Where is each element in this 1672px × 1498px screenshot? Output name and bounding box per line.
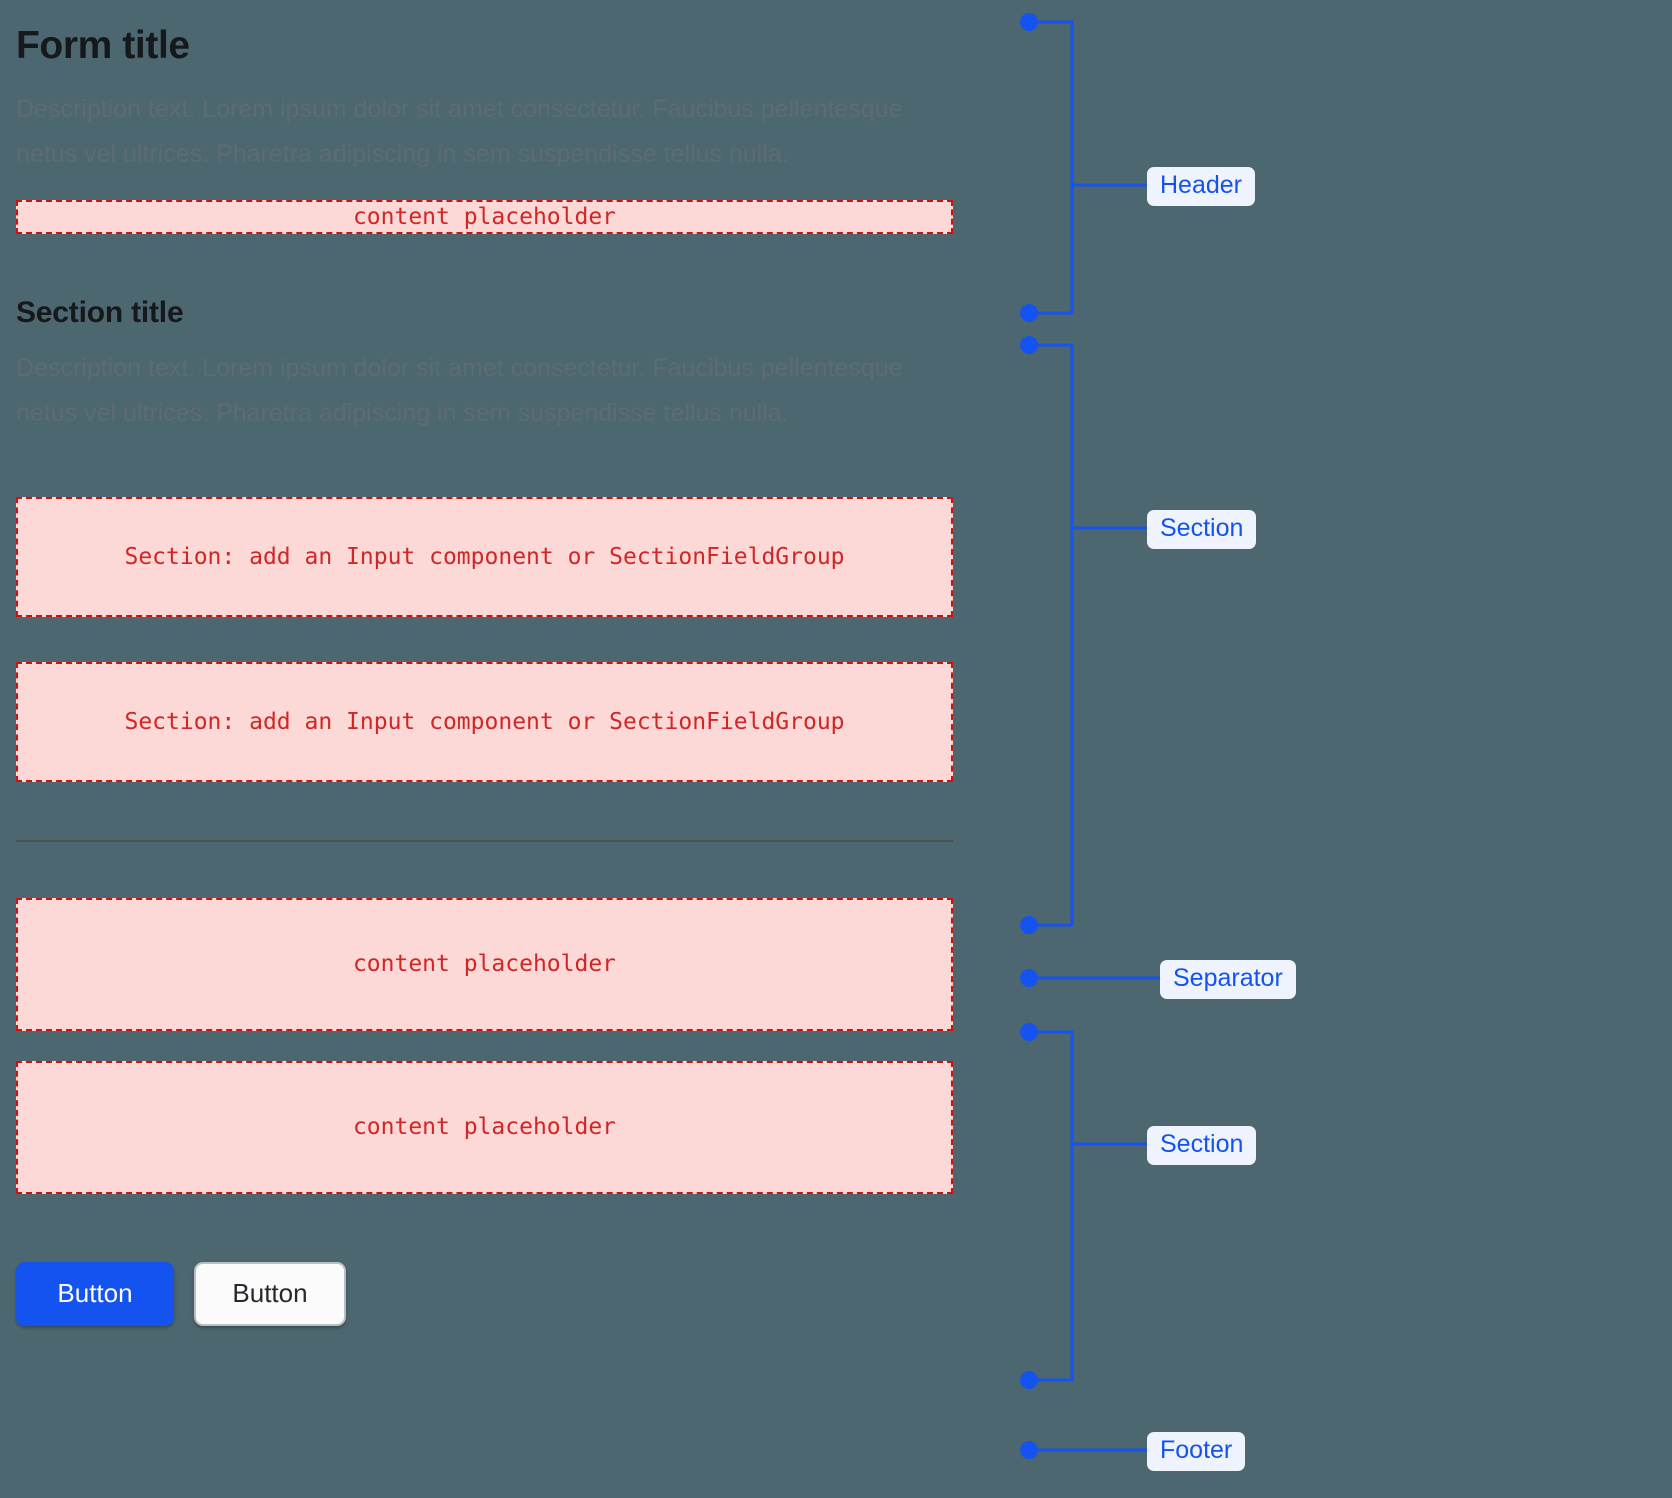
- section-title: Section title: [16, 295, 184, 329]
- anchor-dot: [1020, 916, 1038, 934]
- anchor-dot: [1020, 1441, 1038, 1459]
- section-field-placeholder-2: Section: add an Input component or Secti…: [16, 661, 953, 782]
- annotation-label-footer[interactable]: Footer: [1147, 1432, 1246, 1471]
- separator: [16, 839, 953, 842]
- primary-button[interactable]: Button: [16, 1261, 174, 1326]
- anchor-dot: [1020, 1371, 1038, 1389]
- section-description: Description text. Lorem ipsum dolor sit …: [16, 353, 903, 428]
- form-footer: Button Button: [16, 1261, 1016, 1326]
- header-description: Description text. Lorem ipsum dolor sit …: [16, 94, 903, 169]
- annotation-label-section-1[interactable]: Section: [1147, 510, 1257, 549]
- content-placeholder-2: content placeholder: [16, 1060, 953, 1194]
- form-container: Form title Description text. Lorem ipsum…: [16, 0, 1016, 1326]
- anchor-dot: [1020, 969, 1038, 987]
- secondary-button[interactable]: Button: [194, 1261, 346, 1326]
- anchor-dot: [1020, 1023, 1038, 1041]
- form-section-2: content placeholder content placeholder: [16, 897, 1016, 1194]
- annotation-label-separator[interactable]: Separator: [1160, 960, 1296, 999]
- form-section: Section title Description text. Lorem ip…: [16, 296, 1016, 782]
- header-content-placeholder: content placeholder: [16, 199, 953, 234]
- section-field-placeholder-1: Section: add an Input component or Secti…: [16, 496, 953, 617]
- anchor-dot: [1020, 304, 1038, 322]
- anchor-dot: [1020, 336, 1038, 354]
- anchor-dot: [1020, 13, 1038, 31]
- form-header: Form title Description text. Lorem ipsum…: [16, 22, 1016, 234]
- page-title: Form title: [16, 24, 190, 67]
- content-placeholder-1: content placeholder: [16, 897, 953, 1031]
- annotation-label-header[interactable]: Header: [1147, 167, 1255, 206]
- annotation-label-section-2[interactable]: Section: [1147, 1126, 1257, 1165]
